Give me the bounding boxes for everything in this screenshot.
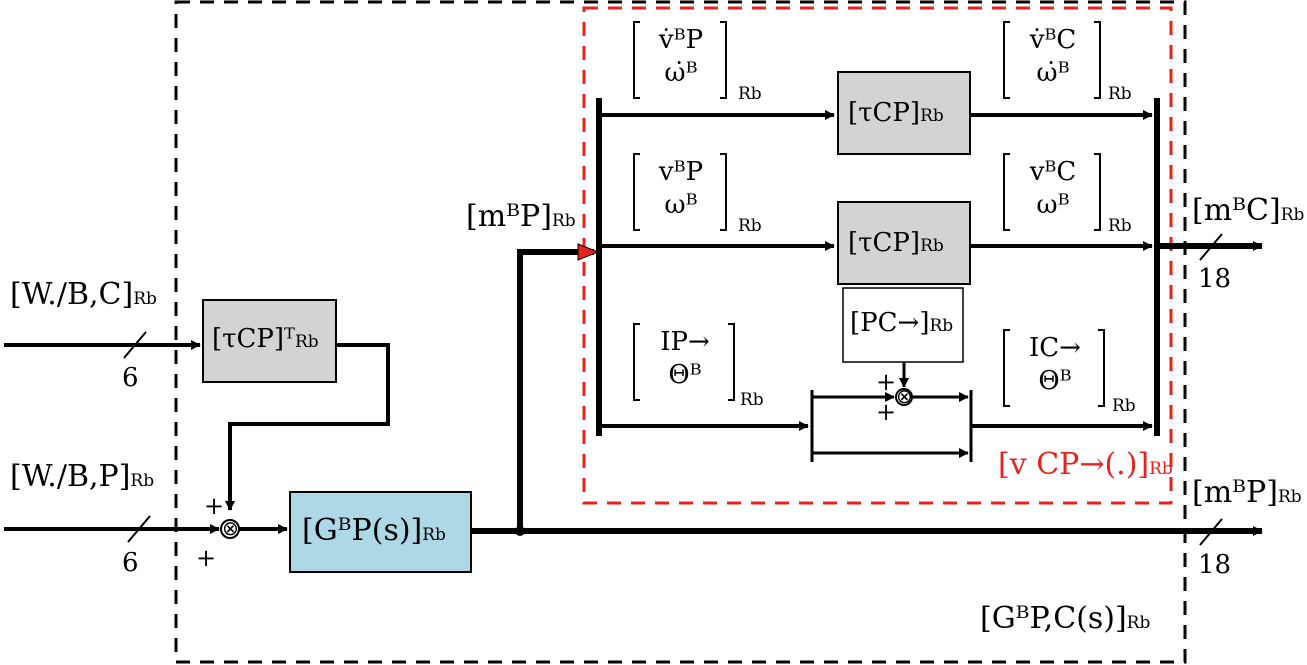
m-p-width-label: 18 (1198, 550, 1232, 580)
outer-dashed-boundary (174, 0, 1187, 664)
w-c-width-label: 6 (122, 363, 139, 393)
tau-mid-label: [τCP]Rb (848, 228, 944, 258)
tau-mid-block (837, 201, 971, 285)
outer-block-label: [GᴮP,C(s)]Rb (980, 601, 1151, 636)
vec-pos-p: IP→Θᴮ (660, 327, 710, 390)
branch-arrowhead (577, 243, 600, 261)
branch-line (517, 249, 594, 531)
sum2-plus-bottom: + (876, 398, 897, 426)
red-block-label: [v CP→(.)]Rb (998, 447, 1173, 482)
vec-accel-c-sub: Rb (1108, 84, 1132, 104)
w-c-label: [W./B,C]Rb (10, 277, 157, 312)
vec-pos-c-sub: Rb (1112, 396, 1136, 416)
vec-vel-c-sub: Rb (1108, 216, 1132, 236)
pc-box (842, 287, 964, 363)
m-p-in-label: [mᴮP]Rb (466, 199, 576, 234)
tau-transpose-label: [τCP]ᵀRb (212, 324, 319, 354)
red-dashed-boundary (582, 6, 1173, 505)
vec-pos-p-sub: Rb (740, 390, 764, 410)
m-c-width-label: 18 (1198, 264, 1232, 294)
g-p-label: [GᴮP(s)]Rb (302, 513, 446, 548)
vector-brackets (633, 21, 1105, 407)
sum1-plus-bottom: + (196, 544, 217, 572)
pc-box-label: [PC→]Rb (850, 308, 954, 338)
w-p-width-label: 6 (122, 548, 139, 578)
tau-transpose-output-line (225, 343, 390, 511)
vec-vel-p-sub: Rb (738, 216, 762, 236)
m-c-width-tick (1199, 233, 1223, 261)
m-p-out-label: [mᴮP]Rb (1192, 475, 1302, 510)
sum2-symbol: ⊗ (896, 384, 913, 408)
m-p-width-tick (1199, 518, 1223, 546)
w-p-label: [W./B,P]Rb (10, 459, 155, 494)
sum1-plus-top: + (204, 492, 225, 520)
sum1-symbol: ⊗ (222, 516, 239, 540)
vec-accel-p-sub: Rb (738, 84, 762, 104)
tau-transpose-block (202, 299, 337, 383)
tau-top-label: [τCP]Rb (848, 98, 944, 128)
m-c-out-label: [mᴮC]Rb (1192, 193, 1305, 228)
w-c-width-tick (123, 331, 147, 359)
tau-top-block (837, 71, 971, 155)
vec-pos-c: IC→Θᴮ (1029, 333, 1081, 396)
sum2-plus-top: + (876, 368, 897, 396)
w-p-width-tick (127, 515, 151, 543)
